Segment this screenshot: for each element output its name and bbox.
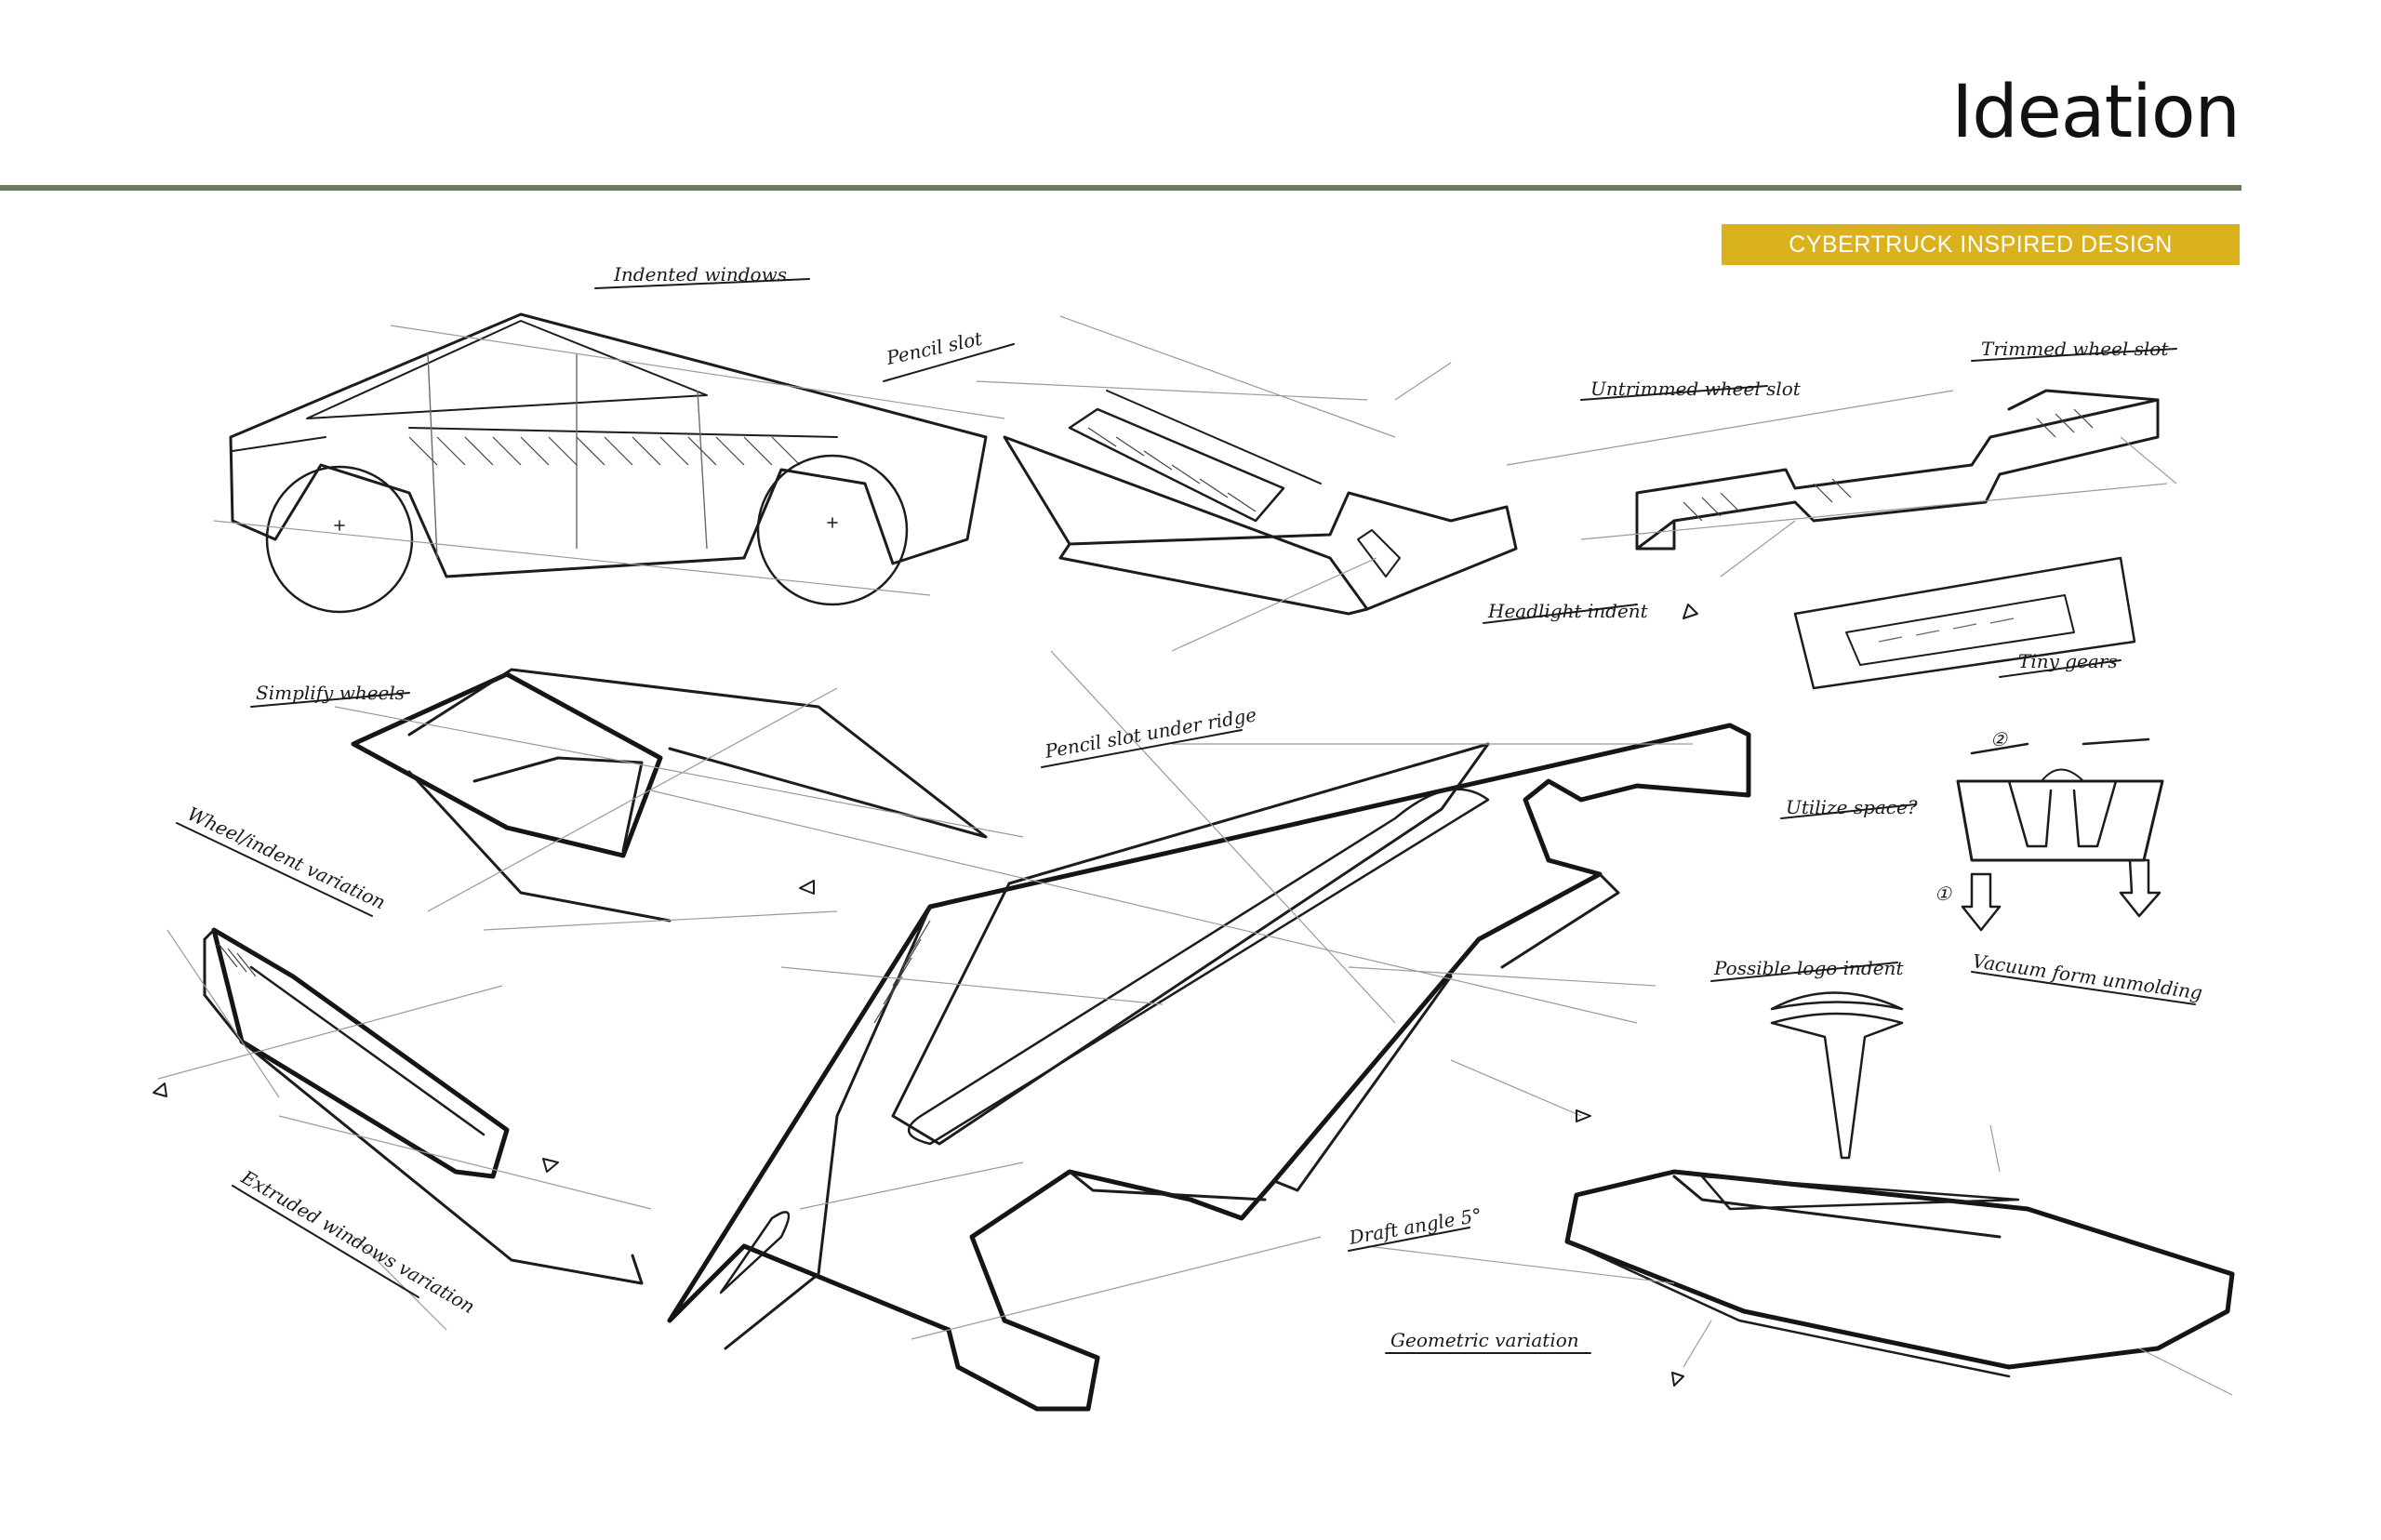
label-draft-angle: Draft angle 5°	[1347, 1203, 1483, 1249]
header-divider	[0, 185, 2241, 191]
label-tiny-gears: Tiny gears	[2018, 650, 2118, 672]
label-trimmed-wheel-slot: Trimmed wheel slot	[1981, 338, 2169, 360]
label-utilize-space: Utilize space?	[1786, 796, 1918, 818]
vacuum-form-diagram-sketch: ① ②	[1935, 728, 2164, 932]
label-possible-logo-indent: Possible logo indent	[1713, 957, 1904, 979]
logo-indent-sketch	[1770, 991, 1904, 1160]
page-title: Ideation	[1951, 71, 2241, 154]
label-pencil-slot: Pencil slot	[884, 327, 985, 370]
label-geometric-variation: Geometric variation	[1390, 1329, 1579, 1351]
geometric-variation-sketch	[1366, 1124, 2235, 1396]
step-1-label: ①	[1935, 883, 1952, 905]
label-wheel-indent-variation: Wheel/indent variation	[184, 803, 389, 914]
wheel-slot-bar-sketch	[1506, 389, 2177, 578]
category-tag: CYBERTRUCK INSPIRED DESIGN	[1722, 224, 2240, 265]
label-indented-windows: Indented windows	[613, 263, 787, 285]
pencil-slot-holder-sketch	[976, 315, 1518, 652]
wheel-indent-holder-sketch	[334, 668, 1024, 931]
extruded-windows-sketch	[157, 927, 652, 1331]
direction-arrows	[153, 604, 1698, 1387]
label-headlight-indent: Headlight indent	[1487, 600, 1649, 622]
label-simplify-wheels: Simplify wheels	[256, 682, 405, 704]
label-untrimmed-wheel-slot: Untrimmed wheel slot	[1590, 378, 1802, 400]
tiny-gears-sketch	[1793, 556, 2136, 690]
step-2-label: ②	[1990, 728, 2008, 750]
label-extruded-windows-variation: Extruded windows variation	[237, 1165, 479, 1318]
truck-side-view-sketch	[213, 312, 1005, 614]
main-holder-sketch	[650, 650, 1751, 1412]
